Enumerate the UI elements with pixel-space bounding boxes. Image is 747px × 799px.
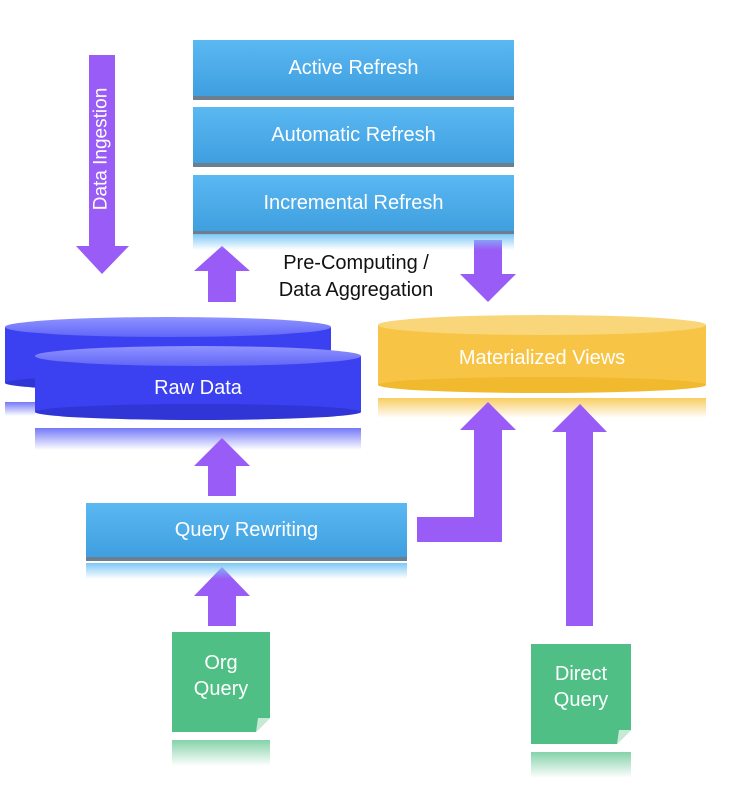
automatic-refresh-label: Automatic Refresh xyxy=(271,123,436,146)
materialized-views-reflection xyxy=(378,398,706,418)
precompute-up-arrow xyxy=(194,246,250,302)
direct-query-line-2: Query xyxy=(553,689,609,711)
org-query-arrow xyxy=(194,567,250,626)
materialized-views-label: Materialized Views xyxy=(458,347,626,369)
raw-data-cylinder-front xyxy=(35,346,361,420)
incremental-refresh-label: Incremental Refresh xyxy=(263,191,444,214)
query-rewriting-box: Query Rewriting xyxy=(86,503,407,557)
org-query-label: Org Query xyxy=(172,650,270,702)
direct-query-document xyxy=(531,644,631,744)
data-ingestion-arrow xyxy=(76,55,129,274)
refresh-stack-reflection xyxy=(193,234,514,250)
org-query-line-2: Query xyxy=(193,678,249,700)
org-query-line-1: Org xyxy=(204,652,238,674)
direct-query-label: Direct Query xyxy=(531,661,631,713)
direct-query-line-1: Direct xyxy=(554,663,608,685)
org-query-document xyxy=(172,632,270,732)
materialized-views-cylinder xyxy=(378,315,706,393)
incremental-refresh-box: Incremental Refresh xyxy=(193,175,514,231)
automatic-refresh-box: Automatic Refresh xyxy=(193,107,514,163)
rewrite-to-mv-arrow xyxy=(417,402,516,542)
direct-query-arrow xyxy=(552,404,607,626)
rewrite-to-raw-arrow xyxy=(194,438,250,496)
query-rewriting-label: Query Rewriting xyxy=(174,518,319,541)
active-refresh-box: Active Refresh xyxy=(193,40,514,96)
raw-data-label: Raw Data xyxy=(154,377,242,399)
data-ingestion-label: Data Ingestion xyxy=(90,87,111,211)
active-refresh-label: Active Refresh xyxy=(288,56,419,79)
data-ingestion-label-wrap: Data Ingestion xyxy=(79,74,123,224)
precompute-down-arrow xyxy=(460,240,516,302)
query-rewriting-reflection xyxy=(86,563,407,579)
precompute-caption: Pre-Computing / Data Aggregation xyxy=(244,250,468,304)
caption-line-2: Data Aggregation xyxy=(278,279,434,301)
raw-data-reflection xyxy=(35,428,361,450)
caption-line-1: Pre-Computing / xyxy=(283,252,429,274)
